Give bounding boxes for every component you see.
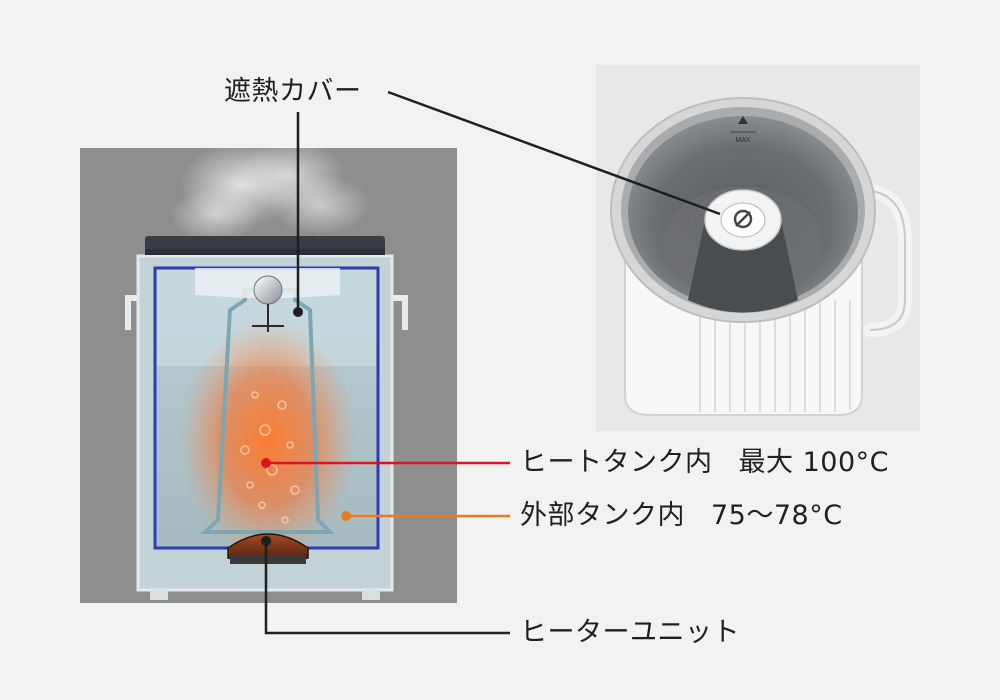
sensor-sphere — [253, 275, 283, 305]
steam — [170, 140, 370, 243]
heat-tank-temp: 最大 100°C — [738, 447, 889, 478]
heat-cover-column — [688, 220, 798, 313]
max-marker: MAX — [730, 116, 756, 144]
cross-section-diagram — [80, 140, 457, 603]
cover-knob-icon — [733, 209, 753, 229]
label-heater-unit: ヒーターユニット — [520, 617, 740, 648]
heat-glow — [180, 320, 356, 560]
handle-right — [392, 295, 408, 330]
label-outer-tank: 外部タンク内 75〜78°C — [520, 500, 843, 532]
leader-lines — [261, 90, 721, 635]
outer-tank-temp: 75〜78°C — [711, 500, 843, 531]
heat-tank-name: ヒートタンク内 — [520, 447, 713, 478]
label-heat-cover: 遮熱カバー — [224, 76, 362, 107]
leader-heat-cover-photo — [387, 90, 721, 216]
max-mark-text: MAX — [735, 137, 751, 144]
lid — [145, 236, 385, 252]
handle-left — [125, 295, 140, 330]
bubbles — [240, 391, 300, 524]
product-photo: MAX — [596, 65, 920, 431]
outer-tank-name: 外部タンク内 — [520, 500, 685, 531]
label-heat-tank: ヒートタンク内最大 100°C — [520, 447, 889, 479]
leader-heater-unit — [264, 541, 510, 635]
